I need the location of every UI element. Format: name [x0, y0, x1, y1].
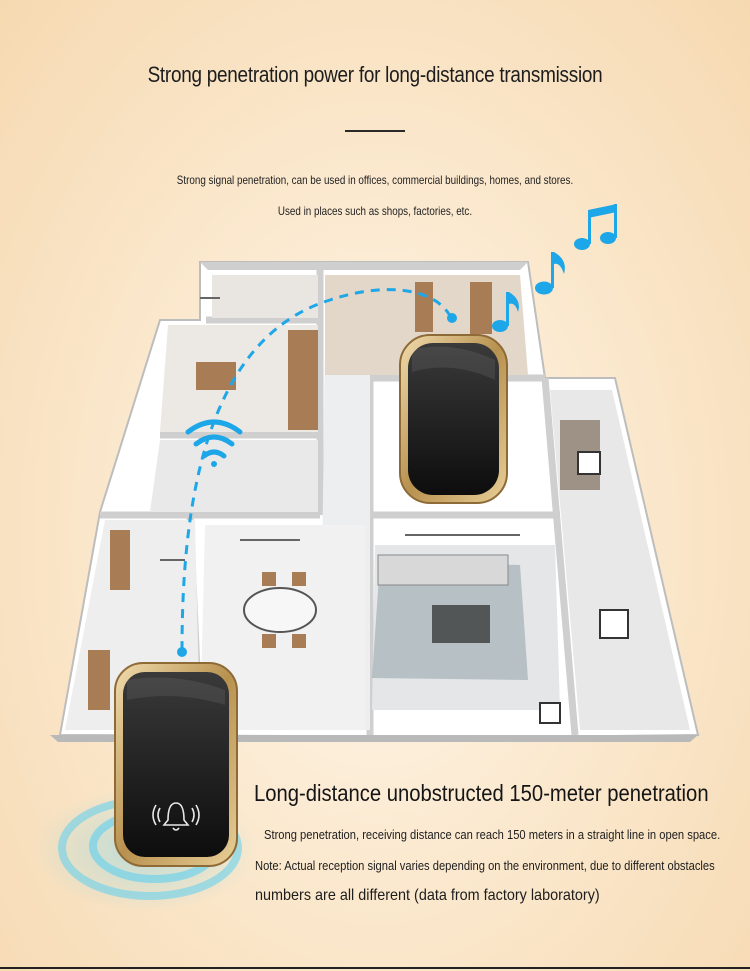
body-text-1: Strong penetration, receiving distance c… [264, 827, 721, 842]
signal-path [180, 288, 454, 651]
body-text-2: Note: Actual reception signal varies dep… [255, 858, 715, 873]
page-title: Strong penetration power for long-distan… [147, 62, 603, 87]
bell-icon [152, 802, 200, 831]
doorbell-transmitter [114, 662, 238, 867]
body-text-3: numbers are all different (data from fac… [255, 887, 600, 904]
wifi-signal-icon [185, 419, 243, 467]
section-title: Long-distance unobstructed 150-meter pen… [254, 780, 709, 806]
subtitle-line-1: Strong signal penetration, can be used i… [176, 173, 574, 187]
doorbell-receiver [399, 334, 508, 504]
bottom-divider [0, 967, 750, 969]
house-floorplan [50, 261, 700, 742]
title-divider [345, 130, 405, 132]
music-note-icon [492, 204, 617, 332]
subtitle-line-2: Used in places such as shops, factories,… [277, 204, 473, 218]
